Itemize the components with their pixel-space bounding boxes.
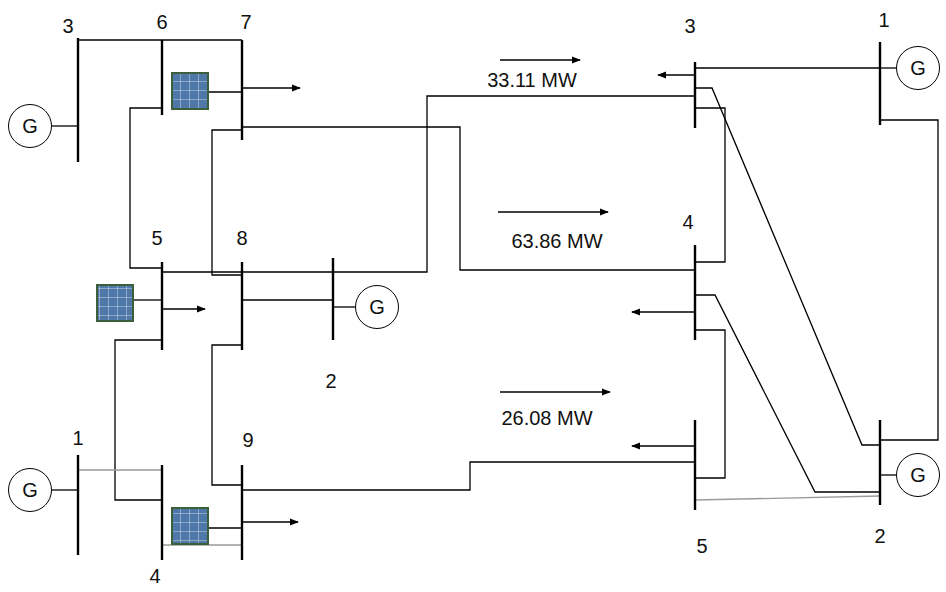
bus-number: 2 bbox=[325, 371, 336, 392]
bus-number: 9 bbox=[242, 430, 253, 451]
bus-number: 4 bbox=[682, 212, 693, 233]
label-text: 2 bbox=[325, 370, 336, 392]
label-text: 63.86 MW bbox=[511, 230, 602, 252]
label-text: 26.08 MW bbox=[501, 407, 592, 429]
bus-number: 6 bbox=[156, 12, 167, 33]
generator-circle: G bbox=[8, 104, 52, 148]
label-text: 7 bbox=[240, 11, 251, 33]
label-text: 9 bbox=[242, 429, 253, 451]
generator-symbol-text: G bbox=[22, 480, 38, 500]
label-text: 33.11 MW bbox=[487, 69, 577, 91]
power-flow-value: 26.08 MW bbox=[501, 408, 592, 429]
bus-number: 5 bbox=[696, 536, 707, 557]
bus-number: 3 bbox=[62, 16, 73, 37]
label-text: 2 bbox=[874, 525, 885, 547]
power-flow-value: 33.11 MW bbox=[487, 70, 577, 91]
bus-number: 4 bbox=[149, 566, 160, 587]
bus-bars bbox=[78, 38, 880, 560]
generator-symbol-text: G bbox=[369, 297, 385, 317]
generator-symbol-text: G bbox=[910, 58, 926, 78]
label-text: 5 bbox=[696, 535, 707, 557]
generator-circle: G bbox=[896, 46, 940, 90]
bus-number: 5 bbox=[151, 228, 162, 249]
generator-circle: G bbox=[8, 468, 52, 512]
bus-number: 7 bbox=[240, 12, 251, 33]
power-flow-value: 63.86 MW bbox=[511, 231, 602, 252]
label-text: 4 bbox=[682, 211, 693, 233]
transmission-lines bbox=[52, 40, 938, 528]
bus-number: 8 bbox=[236, 228, 247, 249]
bus-number: 1 bbox=[72, 428, 83, 449]
label-text: 8 bbox=[236, 227, 247, 249]
grey-lines bbox=[78, 470, 880, 545]
label-text: 5 bbox=[151, 227, 162, 249]
solar-panels bbox=[97, 73, 208, 544]
flow-arrows bbox=[498, 60, 610, 392]
generator-circle: G bbox=[896, 453, 940, 497]
label-text: 1 bbox=[72, 427, 83, 449]
generator-symbol-text: G bbox=[22, 116, 38, 136]
label-text: 4 bbox=[149, 565, 160, 587]
label-text: 3 bbox=[684, 15, 695, 37]
load-arrows bbox=[162, 75, 695, 522]
bus-number: 1 bbox=[878, 10, 889, 31]
generator-circle: G bbox=[355, 285, 399, 329]
label-text: 1 bbox=[878, 9, 889, 31]
label-text: 3 bbox=[62, 15, 73, 37]
bus-number: 2 bbox=[874, 526, 885, 547]
bus-number: 3 bbox=[684, 16, 695, 37]
generator-symbol-text: G bbox=[910, 465, 926, 485]
label-text: 6 bbox=[156, 11, 167, 33]
